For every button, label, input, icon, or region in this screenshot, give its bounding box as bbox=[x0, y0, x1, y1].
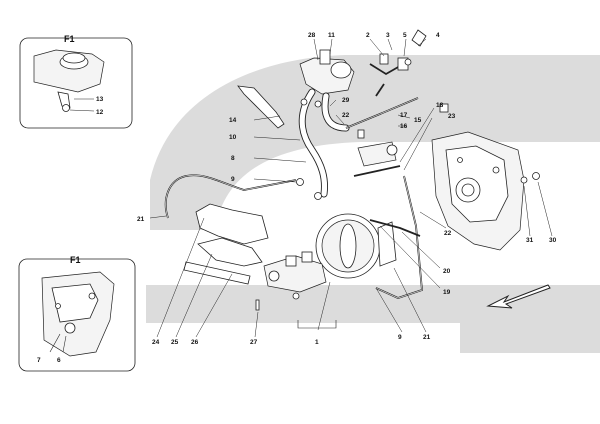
part-labels: 28 11 2 3 5 4 14 10 8 9 21 29 22 17 15 1… bbox=[137, 32, 557, 346]
label-7: 7 bbox=[37, 357, 41, 364]
label-25: 25 bbox=[171, 339, 179, 346]
label-27: 27 bbox=[250, 339, 258, 346]
label-22-top: 22 bbox=[342, 112, 350, 119]
inset-reservoir: F1 13 12 bbox=[19, 34, 133, 129]
label-1: 1 bbox=[315, 339, 319, 346]
label-19: 19 bbox=[443, 289, 451, 296]
label-6: 6 bbox=[57, 357, 61, 364]
inset-pedal-bracket: F1 7 6 bbox=[18, 255, 136, 372]
label-23: 23 bbox=[448, 113, 456, 120]
label-26: 26 bbox=[191, 339, 199, 346]
watermark-logo bbox=[146, 55, 600, 353]
label-3: 3 bbox=[386, 32, 390, 39]
label-9-top: 9 bbox=[231, 176, 235, 183]
label-21-left: 21 bbox=[137, 216, 145, 223]
label-31: 31 bbox=[526, 237, 534, 244]
label-2: 2 bbox=[366, 32, 370, 39]
label-4: 4 bbox=[436, 32, 440, 39]
label-14: 14 bbox=[229, 117, 237, 124]
label-15: 15 bbox=[414, 117, 422, 124]
label-20: 20 bbox=[443, 268, 451, 275]
leader-lines bbox=[149, 38, 553, 338]
label-28: 28 bbox=[308, 32, 316, 39]
label-8: 8 bbox=[231, 155, 235, 162]
label-10: 10 bbox=[229, 134, 237, 141]
label-22-bottom: 22 bbox=[444, 230, 452, 237]
label-21-bottom: 21 bbox=[423, 334, 431, 341]
label-16: 16 bbox=[400, 123, 408, 130]
label-9-bottom: 9 bbox=[398, 334, 402, 341]
label-5: 5 bbox=[403, 32, 407, 39]
label-13: 13 bbox=[96, 96, 104, 103]
label-17: 17 bbox=[400, 112, 408, 119]
inset-title-2: F1 bbox=[70, 255, 81, 265]
label-12: 12 bbox=[96, 109, 104, 116]
inset-title: F1 bbox=[64, 34, 75, 44]
label-30: 30 bbox=[549, 237, 557, 244]
label-18: 18 bbox=[436, 102, 444, 109]
arrow-down-left-icon bbox=[486, 284, 551, 309]
label-29: 29 bbox=[342, 97, 350, 104]
label-11: 11 bbox=[328, 32, 335, 39]
label-24: 24 bbox=[152, 339, 160, 346]
